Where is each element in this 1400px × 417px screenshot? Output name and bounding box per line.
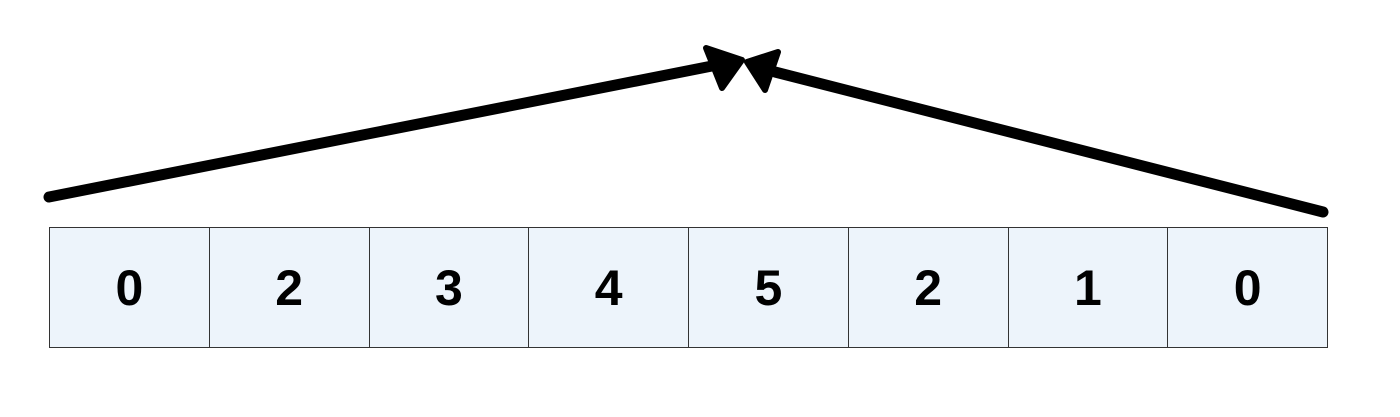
left-arrowhead-icon — [703, 45, 745, 91]
right-arrowhead-icon — [744, 49, 781, 93]
array-cell-5: 2 — [848, 228, 1009, 347]
array-cell-6: 1 — [1008, 228, 1169, 347]
left-arrow-shaft — [43, 60, 718, 203]
array-cell-2: 3 — [369, 228, 530, 347]
array-cell-3: 4 — [529, 228, 689, 347]
array-cell-1: 2 — [209, 228, 370, 347]
right-arrow-shaft — [769, 66, 1329, 218]
array-cell-7: 0 — [1168, 228, 1328, 347]
array-row: 0 2 3 4 5 2 1 0 — [49, 227, 1328, 348]
array-cell-0: 0 — [50, 228, 210, 347]
array-cell-4: 5 — [689, 228, 849, 347]
